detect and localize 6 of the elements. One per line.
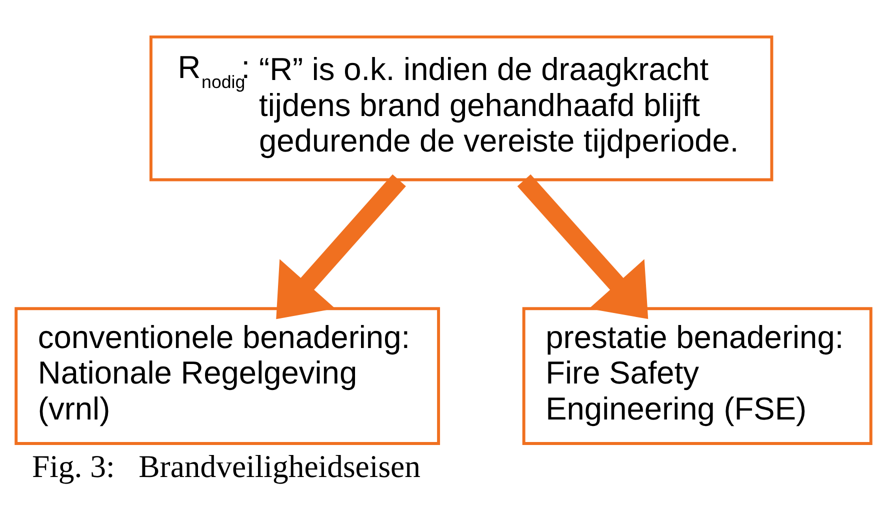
node-box: R$_{nodig}$: “R” is o.k. indien de draagkracht tijdens brand gehandhaafd blijft gedurende de vereiste tijdperiode. (149, 34, 774, 181)
arrow (517, 174, 648, 319)
arrow (276, 174, 406, 319)
node-box: conventionele benadering: Nationale Regelgeving (vrnl) (14, 306, 440, 444)
node-box: prestatie benadering: Fire Safety Engineering (FSE) (522, 306, 872, 444)
caption: Fig. 3: Brandveiligheidseisen (32, 448, 420, 484)
